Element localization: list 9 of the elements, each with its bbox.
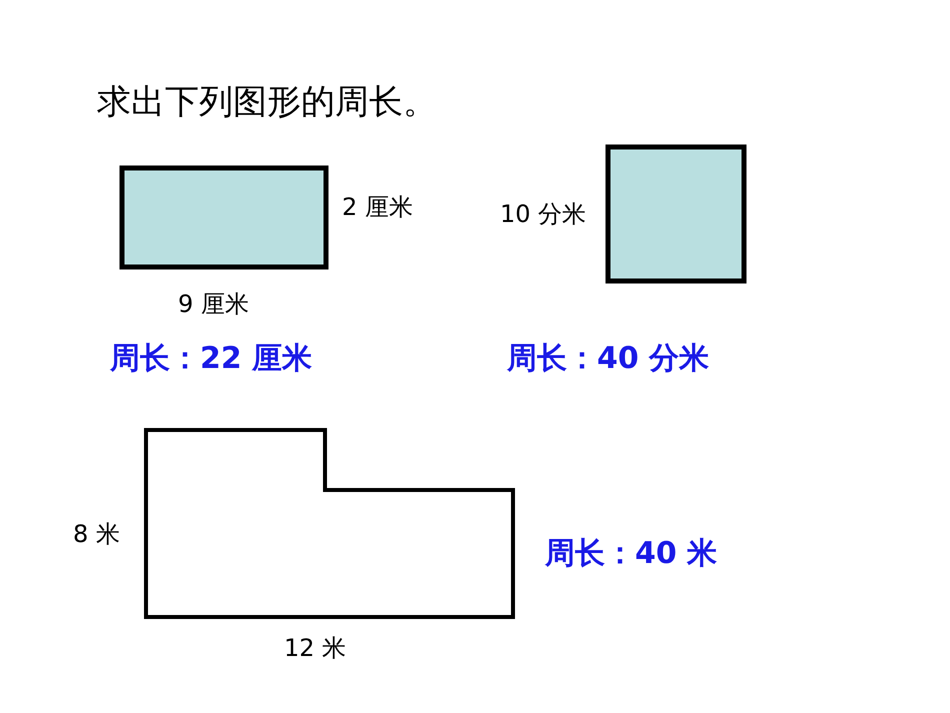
answer-text: 周长：40 分米 xyxy=(507,341,710,377)
dimension-label: 9 厘米 xyxy=(178,290,249,319)
answer-text: 周长：22 厘米 xyxy=(110,341,312,377)
dimension-label: 10 分米 xyxy=(500,200,586,229)
answer-text: 周长：40 米 xyxy=(545,536,718,572)
dimension-label: 12 米 xyxy=(284,634,346,663)
dimension-label: 2 厘米 xyxy=(342,193,413,222)
dimension-label: 8 米 xyxy=(73,520,120,549)
title: 求出下列图形的周长。 xyxy=(97,82,437,123)
